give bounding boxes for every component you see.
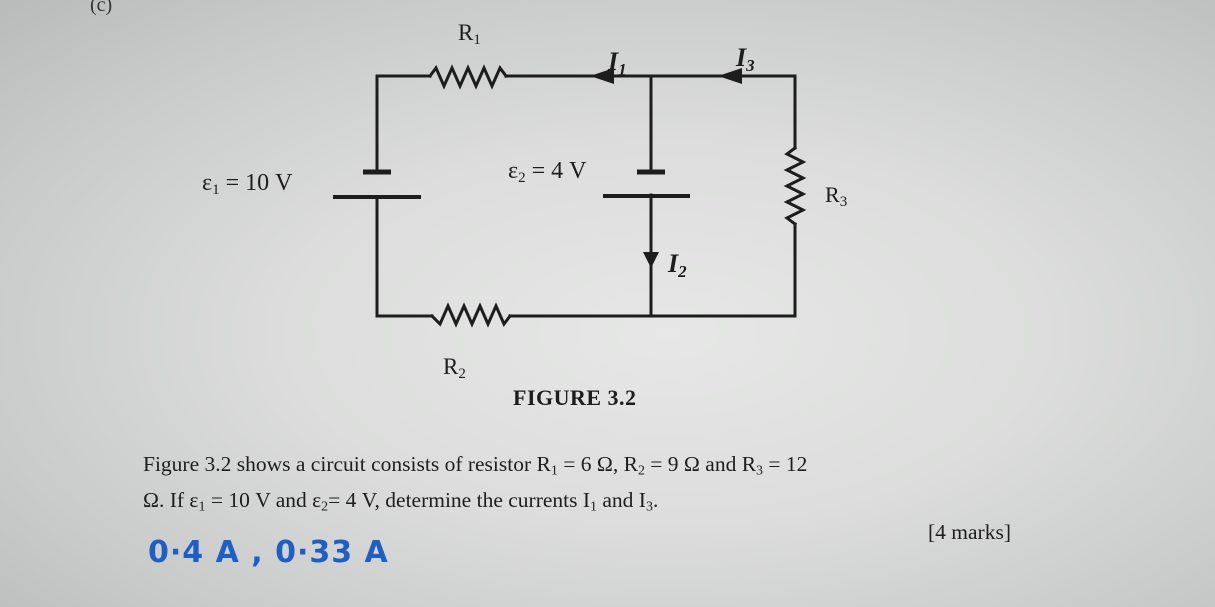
label-e1: ε1 = 10 V (202, 170, 293, 198)
arrow-i1 (590, 68, 614, 84)
resistor-r3 (783, 145, 807, 227)
circuit-diagram: R1 I1 I3 ε1 = 10 V ε2 = 4 V R3 I2 R2 (202, 20, 847, 382)
label-i3: I3 (735, 43, 755, 75)
question-text-line-1: Figure 3.2 shows a circuit consists of r… (143, 452, 808, 479)
label-e2: ε2 = 4 V (508, 158, 587, 186)
figure-title: FIGURE 3.2 (513, 385, 637, 410)
label-i1: I1 (607, 47, 627, 79)
label-r3: R3 (825, 182, 847, 210)
arrow-i2 (643, 252, 659, 268)
arrow-i3 (718, 68, 742, 84)
wire-bottom-left (375, 196, 434, 318)
resistor-r1 (427, 64, 509, 90)
handwritten-answer: 0·4 A , 0·33 A (148, 535, 389, 570)
label-r1: R1 (458, 20, 481, 48)
label-i2: I2 (667, 249, 687, 281)
question-text-line-2: Ω. If ε1 = 10 V and ε2= 4 V, determine t… (143, 488, 659, 515)
marks-label: [4 marks] (928, 520, 1011, 544)
wire-right-bottom (508, 222, 797, 318)
label-r2: R2 (443, 354, 466, 382)
wire-top-left (375, 74, 432, 170)
question-part-label: (c) (90, 0, 113, 16)
resistor-r2 (429, 302, 513, 328)
